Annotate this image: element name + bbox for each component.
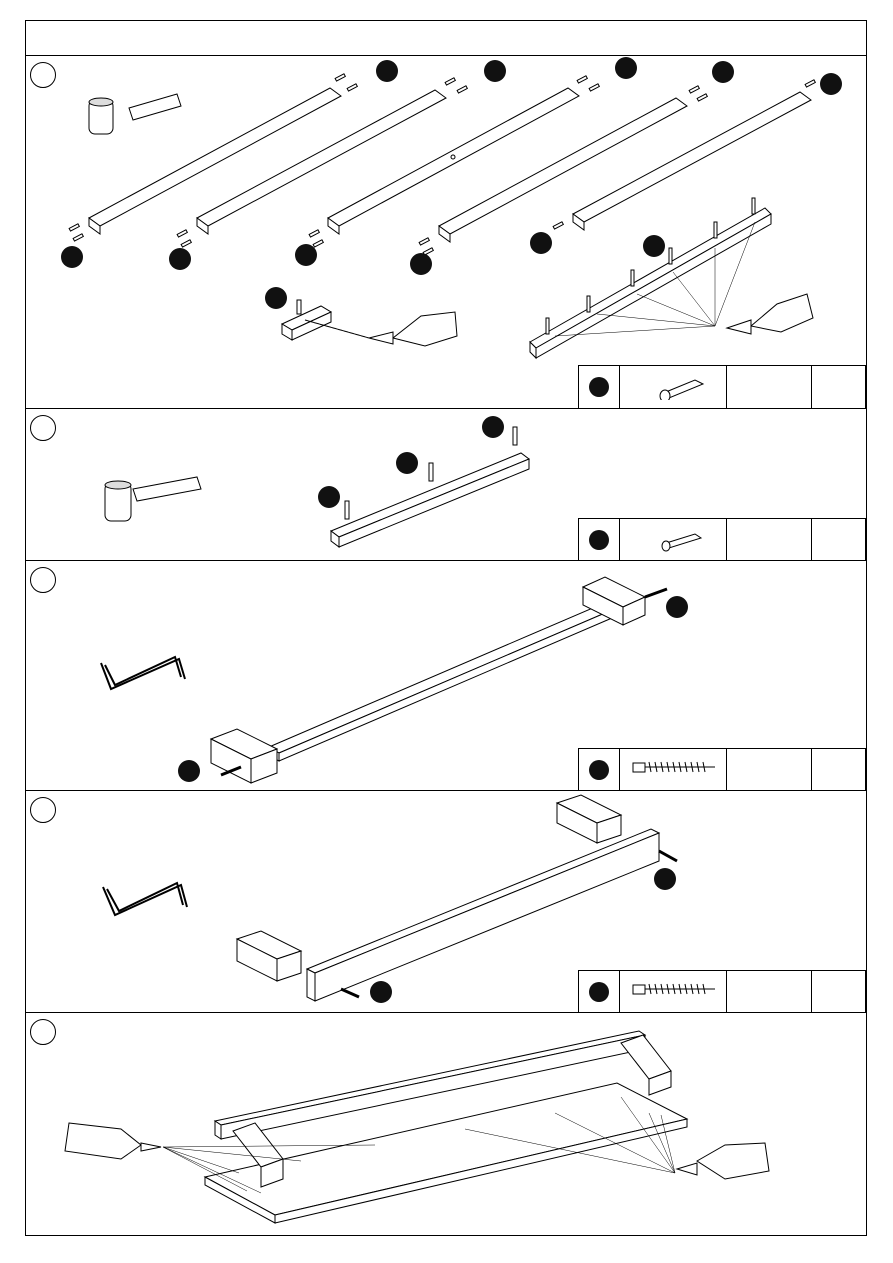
step-5-panel: [25, 1013, 867, 1236]
parts-table: [578, 970, 866, 1013]
part-badge: [589, 530, 609, 550]
step-2-panel: [25, 409, 867, 561]
parts-table: [578, 518, 866, 561]
wooden-dowel-icon: [633, 370, 713, 400]
screw-bolt-icon: [625, 976, 721, 1002]
mallet-icon: [89, 94, 181, 134]
cross-beam: [331, 427, 529, 547]
end-block-left: [211, 729, 277, 783]
slat-4: [439, 98, 687, 242]
end-block-right: [621, 1035, 671, 1095]
long-board: [269, 601, 619, 761]
end-block-left: [237, 931, 301, 981]
mallet-icon: [105, 477, 201, 521]
side-rail: [530, 198, 771, 358]
step-1-panel: [25, 56, 867, 409]
part-badge: [589, 377, 609, 397]
end-block-right: [557, 795, 621, 843]
screw-bolt-icon: [625, 754, 721, 780]
part-badge: [589, 760, 609, 780]
glue-tube-icon: [727, 294, 813, 334]
parts-table: [578, 365, 866, 409]
step-3-panel: [25, 561, 867, 791]
parts-table: [578, 748, 866, 791]
step-5-illustration: [25, 1013, 867, 1236]
slat-3: [328, 88, 579, 234]
allen-key-icon: [103, 883, 187, 915]
allen-key-icon: [101, 657, 185, 689]
wooden-dowel-icon: [633, 522, 713, 552]
part-badge: [589, 982, 609, 1002]
step-4-panel: [25, 791, 867, 1013]
slat-5: [573, 92, 811, 230]
glue-tube-icon: [65, 1123, 161, 1159]
glue-tube-icon: [677, 1143, 769, 1179]
part-badges: [318, 416, 504, 508]
slat-2: [197, 90, 446, 234]
step-1-illustration: [25, 56, 867, 409]
page-header: [25, 20, 867, 56]
